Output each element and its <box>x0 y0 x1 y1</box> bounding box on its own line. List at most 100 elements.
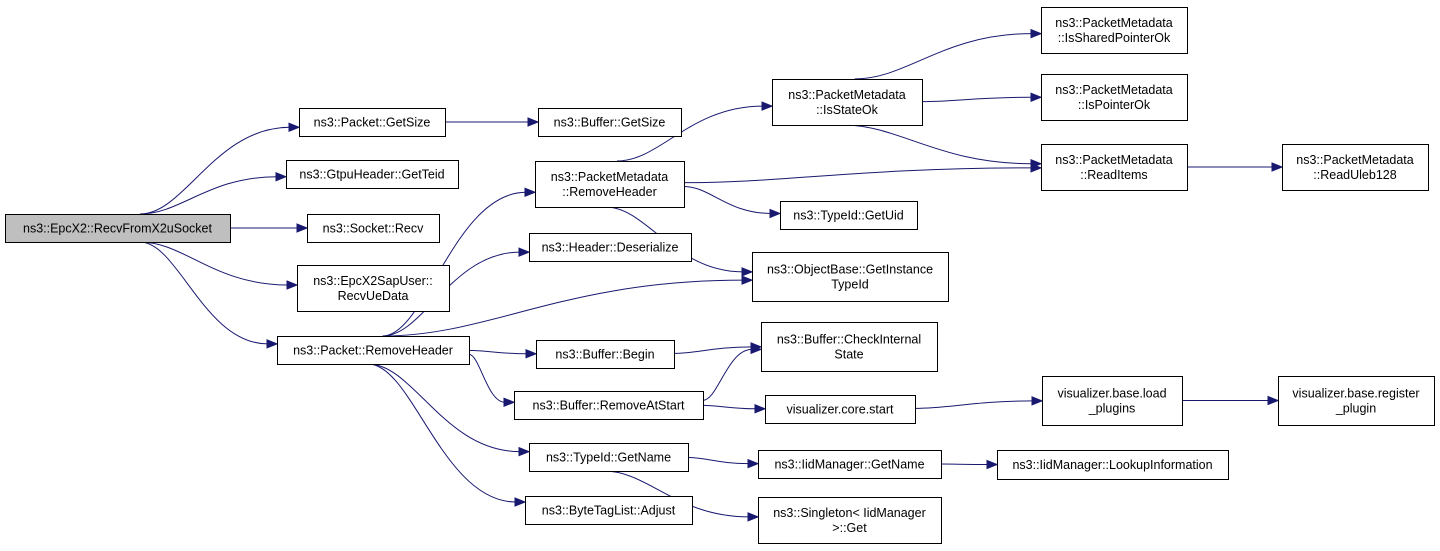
node-label: ns3::Header::Deserialize <box>542 241 679 255</box>
node-vis-base-register-plugin[interactable]: visualizer.base.register_plugin <box>1278 376 1435 426</box>
edge-recv-from-x2u-to-packet-removeheader <box>139 241 279 349</box>
arrowhead-icon <box>296 223 309 233</box>
node-box <box>529 233 692 262</box>
node-pm-isstateok[interactable]: ns3::PacketMetadata::IsStateOk <box>772 79 923 126</box>
node-label: ::ReadItems <box>1080 168 1147 182</box>
node-box <box>307 214 440 243</box>
edge-line <box>139 126 291 215</box>
node-pm-readuleb128[interactable]: ns3::PacketMetadata::ReadUleb128 <box>1282 144 1429 191</box>
edge-line <box>921 96 1033 103</box>
node-label: visualizer.core.start <box>787 403 895 417</box>
node-label: ns3::IidManager::GetName <box>774 458 924 472</box>
node-label: ns3::Buffer::CheckInternal <box>777 333 921 347</box>
arrowhead-icon <box>1267 395 1280 406</box>
node-vis-base-load-plugins[interactable]: visualizer.base.load_plugins <box>1042 376 1183 426</box>
node-buffer-getsize[interactable]: ns3::Buffer::GetSize <box>538 108 682 137</box>
edge-line <box>139 176 278 215</box>
arrowhead-icon <box>286 280 299 290</box>
edge-typeid-getname-to-iidmanager-getname <box>687 457 760 469</box>
edge-line <box>468 353 506 403</box>
node-buffer-removeatstart[interactable]: ns3::Buffer::RemoveAtStart <box>514 391 704 420</box>
node-box <box>758 450 942 479</box>
arrowhead-icon <box>741 267 754 277</box>
arrowhead-icon <box>1030 159 1043 169</box>
edge-vis-base-load-plugins-to-vis-base-register-plugin <box>1181 395 1280 406</box>
edge-pm-readitems-to-pm-readuleb128 <box>1187 162 1284 172</box>
node-singleton-get[interactable]: ns3::Singleton< IidManager>::Get <box>758 497 942 544</box>
node-label: ns3::IidManager::LookupInformation <box>1012 458 1212 472</box>
arrowhead-icon <box>747 512 760 522</box>
arrowhead-icon <box>525 349 538 359</box>
node-box <box>780 201 918 230</box>
node-sapuser-recvuedata[interactable]: ns3::EpcX2SapUser::RecvUeData <box>297 265 450 312</box>
arrowhead-icon <box>754 404 767 414</box>
node-box <box>772 79 923 126</box>
edge-packet-removeheader-to-objectbase-getinstancetypeid <box>382 275 754 337</box>
node-box <box>299 108 446 137</box>
arrowhead-icon <box>514 497 527 507</box>
node-pm-removeheader[interactable]: ns3::PacketMetadata::RemoveHeader <box>535 161 685 208</box>
arrowhead-icon <box>503 397 516 407</box>
node-box <box>277 336 470 365</box>
node-iidmanager-getname[interactable]: ns3::IidManager::GetName <box>758 450 942 479</box>
edge-line <box>382 279 744 337</box>
node-vis-core-start[interactable]: visualizer.core.start <box>765 395 916 424</box>
node-label: ns3::PacketMetadata <box>1055 83 1172 97</box>
node-box <box>5 214 231 243</box>
node-box <box>765 395 916 424</box>
node-recv-from-x2u[interactable]: ns3::EpcX2::RecvFromX2uSocket <box>5 214 231 243</box>
node-box <box>1041 144 1188 191</box>
node-socket-recv[interactable]: ns3::Socket::Recv <box>307 214 440 243</box>
node-typeid-getname[interactable]: ns3::TypeId::GetName <box>529 443 689 472</box>
edge-pm-removeheader-to-pm-readitems <box>683 163 1043 184</box>
node-bytetaglist-adjust[interactable]: ns3::ByteTagList::Adjust <box>525 496 693 525</box>
node-label: ns3::Singleton< IidManager <box>773 506 926 520</box>
edge-packet-removeheader-to-buffer-removeatstart <box>468 353 516 407</box>
node-label: ns3::Packet::RemoveHeader <box>293 344 453 358</box>
edge-recv-from-x2u-to-packet-getsize <box>139 122 301 215</box>
node-label: _plugin <box>1335 402 1376 416</box>
node-label: ns3::PacketMetadata <box>551 170 668 184</box>
edge-recv-from-x2u-to-socket-recv <box>230 223 309 233</box>
node-header-deserialize[interactable]: ns3::Header::Deserialize <box>529 233 692 262</box>
node-buffer-begin[interactable]: ns3::Buffer::Begin <box>536 340 675 369</box>
arrowhead-icon <box>750 344 763 355</box>
node-box <box>538 108 682 137</box>
node-label: ns3::TypeId::GetUid <box>793 209 904 223</box>
node-gtpu-getteid[interactable]: ns3::GtpuHeader::GetTeid <box>286 160 459 189</box>
edge-line <box>683 167 1033 184</box>
arrowhead-icon <box>518 247 531 257</box>
node-box <box>1282 144 1429 191</box>
node-label: ns3::Buffer::GetSize <box>554 116 666 130</box>
node-pm-issharedpointerok[interactable]: ns3::PacketMetadata::IsSharedPointerOk <box>1041 7 1188 54</box>
edge-line <box>914 400 1034 409</box>
node-packet-getsize[interactable]: ns3::Packet::GetSize <box>299 108 446 137</box>
node-label: ::IsPointerOk <box>1078 98 1151 112</box>
node-box <box>1278 376 1435 426</box>
node-box <box>535 161 685 208</box>
node-packet-removeheader[interactable]: ns3::Packet::RemoveHeader <box>277 336 470 365</box>
edge-vis-core-start-to-vis-base-load-plugins <box>914 396 1044 409</box>
node-label: TypeId <box>831 278 869 292</box>
node-typeid-getuid[interactable]: ns3::TypeId::GetUid <box>780 201 918 230</box>
node-label: State <box>834 348 863 362</box>
edge-buffer-begin-to-buffer-checkinternalstate <box>673 342 763 354</box>
edge-line <box>139 241 269 345</box>
node-box <box>297 265 450 312</box>
edge-packet-removeheader-to-bytetaglist-adjust <box>368 363 527 507</box>
arrowhead-icon <box>518 446 531 457</box>
node-box <box>525 496 693 525</box>
node-box <box>286 160 459 189</box>
node-pm-readitems[interactable]: ns3::PacketMetadata::ReadItems <box>1041 144 1188 191</box>
node-label: ::ReadUleb128 <box>1313 168 1396 182</box>
edge-pm-isstateok-to-pm-readitems <box>843 124 1043 169</box>
node-pm-ispointerok[interactable]: ns3::PacketMetadata::IsPointerOk <box>1041 74 1188 121</box>
node-iidmanager-lookupinformation[interactable]: ns3::IidManager::LookupInformation <box>997 450 1229 480</box>
edge-packet-removeheader-to-buffer-begin <box>468 349 538 359</box>
arrowhead-icon <box>1031 396 1044 406</box>
edge-buffer-removeatstart-to-vis-core-start <box>702 404 767 414</box>
node-label: ns3::PacketMetadata <box>1055 153 1172 167</box>
node-label: ns3::EpcX2SapUser:: <box>313 274 433 288</box>
